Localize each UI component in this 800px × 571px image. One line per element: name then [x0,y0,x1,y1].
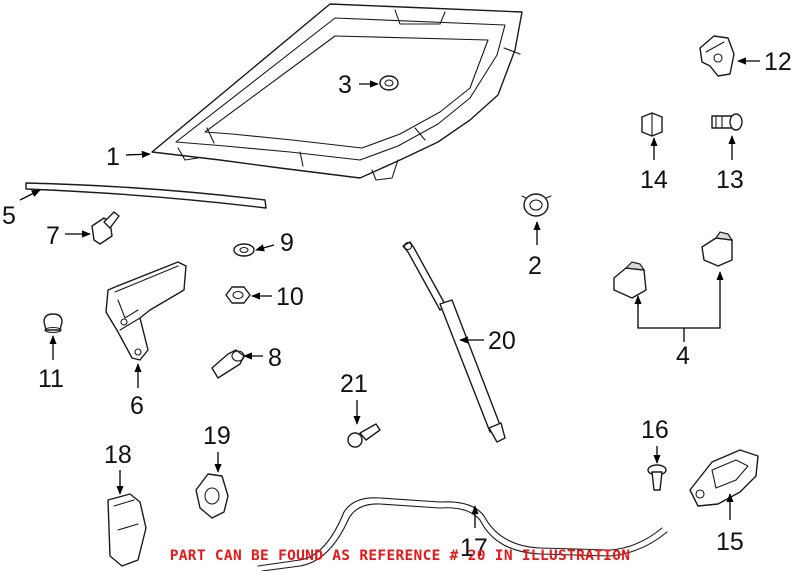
screw [711,113,743,131]
callout-16: 16 [641,416,669,444]
callout-3: 3 [338,71,352,99]
stud [211,349,245,379]
callout-19: 19 [203,422,231,450]
release-handle [107,493,147,567]
hood-bumper [521,193,552,217]
callout-6: 6 [130,392,144,420]
callout-8: 8 [268,344,282,372]
washer [233,243,255,257]
j-nut-clips [613,231,734,299]
callout-4: 4 [676,342,690,370]
bumper-stop [43,313,63,334]
weatherstrip [25,182,267,209]
callout-5: 5 [2,202,16,230]
hood-panel [151,3,523,181]
leader-lines [19,57,760,528]
bolt [91,211,120,245]
retainer-clip [641,112,663,137]
callout-20: 20 [488,327,516,355]
ball-stud [347,423,381,448]
callout-11: 11 [38,365,64,393]
callout-18: 18 [104,441,132,469]
callout-7: 7 [46,222,60,250]
callout-17: 17 [460,534,488,562]
callout-2: 2 [528,252,542,280]
reference-note: PART CAN BE FOUND AS REFERENCE # 20 IN I… [170,548,631,564]
hood-hinge [105,261,187,361]
cable-clip [195,473,229,519]
release-cable [257,497,668,571]
hood-latch [689,449,759,507]
callout-9: 9 [280,229,294,257]
callout-21: 21 [340,370,368,398]
nut [225,286,251,304]
callout-14: 14 [640,166,668,194]
callout-10: 10 [276,283,304,311]
hood-lift-support [402,241,506,443]
latch-screw [647,464,667,491]
grommet [379,75,399,91]
callout-12: 12 [764,48,792,76]
callout-13: 13 [716,166,744,194]
mounting-bracket [699,35,735,77]
callout-1: 1 [106,143,120,171]
callout-15: 15 [716,528,744,556]
